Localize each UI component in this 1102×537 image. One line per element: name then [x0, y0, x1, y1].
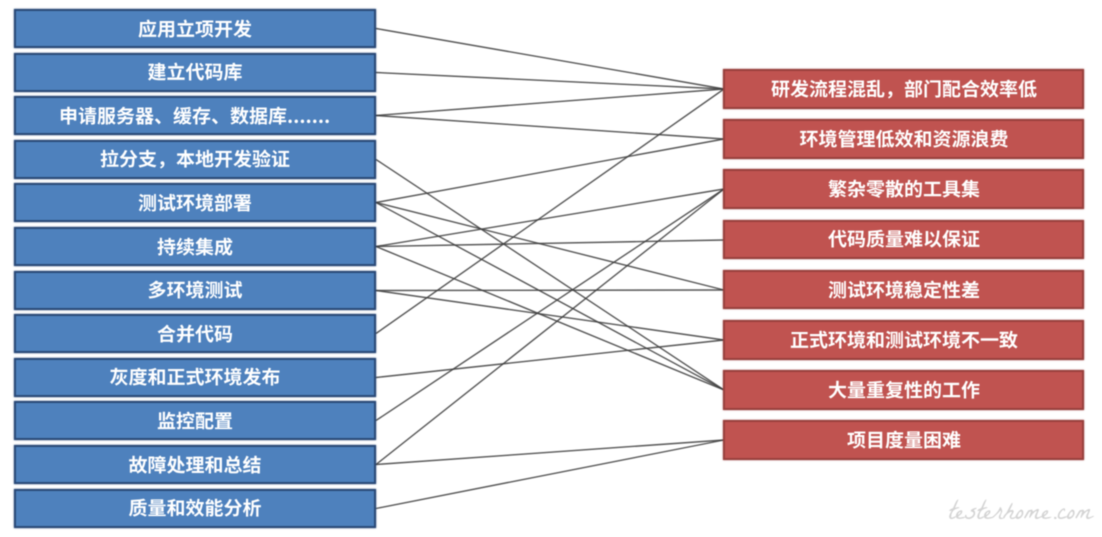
connector-line [375, 158, 725, 391]
process-step-box-1: 应用立项开发 [14, 9, 376, 48]
connector-line [375, 289, 725, 341]
process-step-box-5: 测试环境部署 [14, 183, 376, 223]
connector-line [375, 27, 725, 90]
connector-line [375, 88, 725, 117]
process-step-label-2: 建立代码库 [16, 55, 374, 90]
process-step-label-7: 多环境测试 [16, 273, 374, 308]
connector-line [375, 201, 725, 391]
pain-point-label-8: 项目度量困难 [725, 422, 1082, 458]
pain-point-label-7: 大量重复性的工作 [725, 372, 1082, 408]
pain-point-box-4: 代码质量难以保证 [723, 219, 1084, 260]
pain-point-box-1: 研发流程混乱，部门配合效率低 [723, 69, 1084, 109]
process-step-box-8: 合并代码 [14, 314, 376, 354]
pain-point-box-8: 项目度量困难 [723, 420, 1084, 460]
process-step-label-6: 持续集成 [16, 229, 374, 264]
process-step-box-11: 故障处理和总结 [14, 445, 376, 484]
pain-point-label-4: 代码质量难以保证 [725, 222, 1082, 258]
process-step-label-8: 合并代码 [16, 316, 374, 351]
pain-point-label-3: 繁杂零散的工具集 [725, 171, 1082, 207]
connector-line [375, 239, 725, 248]
connector-line [375, 71, 725, 90]
connector-line [375, 188, 725, 466]
process-step-label-4: 拉分支，本地开发验证 [16, 142, 374, 177]
connector-line [375, 201, 725, 291]
process-step-box-12: 质量和效能分析 [14, 488, 376, 528]
pain-point-box-5: 测试环境稳定性差 [723, 269, 1084, 310]
connector-line [375, 339, 725, 379]
connector-line [375, 88, 725, 335]
process-step-box-10: 监控配置 [14, 401, 376, 441]
process-step-box-7: 多环境测试 [14, 270, 376, 310]
connector-line [375, 188, 725, 422]
process-step-box-9: 灰度和正式环境发布 [14, 357, 376, 397]
pain-point-box-7: 大量重复性的工作 [723, 370, 1084, 410]
pain-point-box-3: 繁杂零散的工具集 [723, 169, 1084, 209]
connector-line [375, 439, 725, 466]
process-step-box-3: 申请服务器、缓存、数据库....... [14, 96, 376, 136]
process-step-label-9: 灰度和正式环境发布 [16, 360, 374, 395]
connector-line [375, 245, 725, 391]
process-step-label-1: 应用立项开发 [16, 11, 374, 46]
pain-point-label-5: 测试环境稳定性差 [725, 272, 1082, 308]
process-step-box-2: 建立代码库 [14, 52, 376, 92]
process-step-box-4: 拉分支，本地开发验证 [14, 139, 376, 179]
connector-line [375, 439, 725, 510]
process-step-box-6: 持续集成 [14, 227, 376, 266]
process-step-label-5: 测试环境部署 [16, 185, 374, 220]
connector-line [375, 188, 725, 248]
pain-point-label-6: 正式环境和测试环境不一致 [725, 322, 1082, 358]
process-step-label-3: 申请服务器、缓存、数据库....... [16, 98, 374, 133]
pain-point-box-6: 正式环境和测试环境不一致 [723, 320, 1084, 360]
connector-line [375, 138, 725, 204]
connector-line [375, 114, 725, 140]
process-step-label-12: 质量和效能分析 [16, 491, 374, 526]
pain-point-label-2: 环境管理低效和资源浪费 [725, 121, 1082, 157]
process-step-label-10: 监控配置 [16, 403, 374, 438]
connector-line [375, 289, 725, 292]
pain-point-box-2: 环境管理低效和资源浪费 [723, 119, 1084, 159]
process-step-label-11: 故障处理和总结 [16, 447, 374, 482]
pain-point-label-1: 研发流程混乱，部门配合效率低 [725, 71, 1082, 107]
